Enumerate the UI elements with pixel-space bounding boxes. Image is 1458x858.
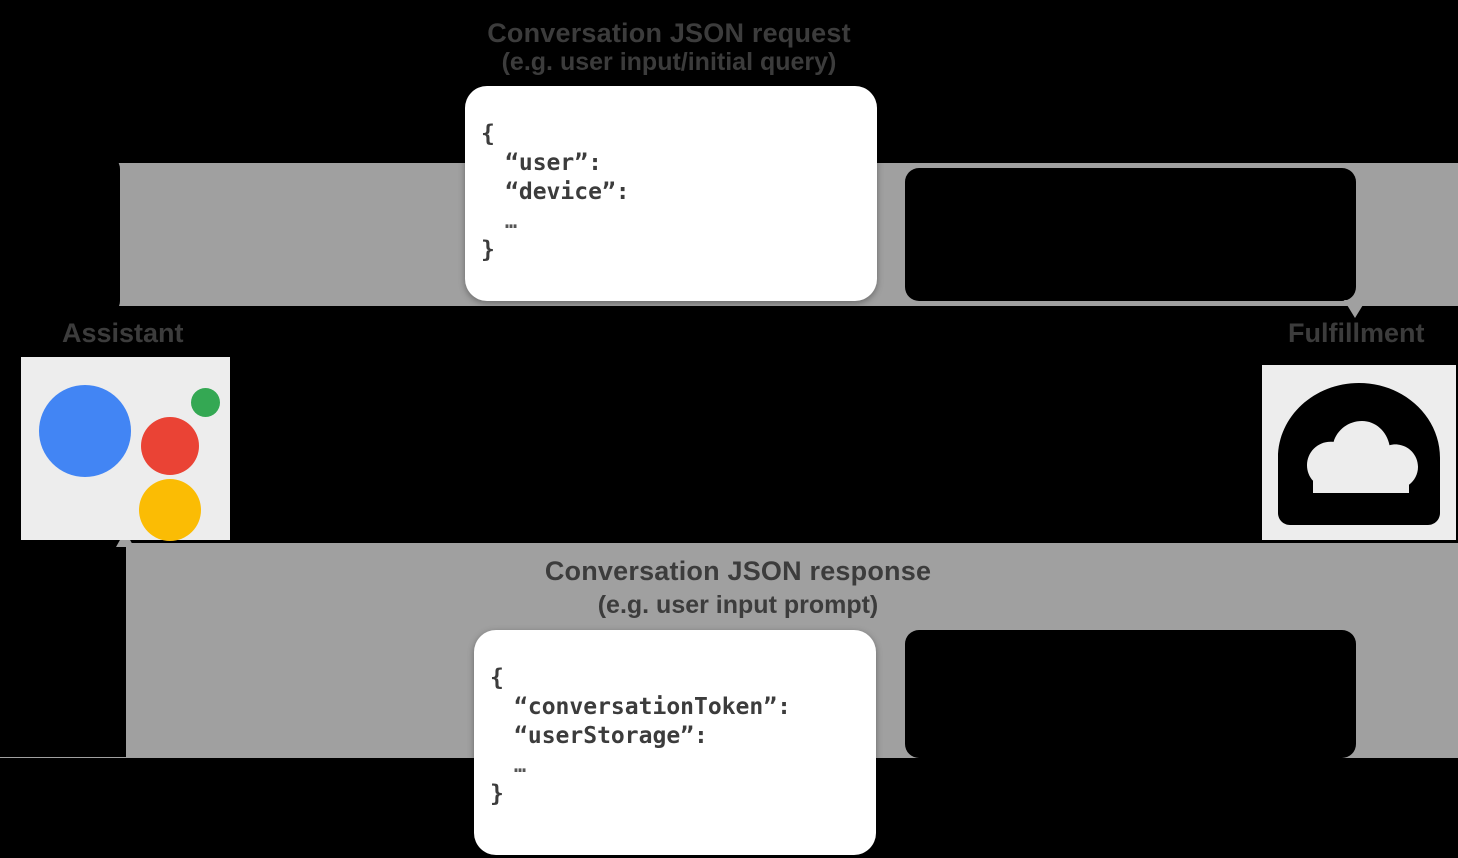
response-band-left-mask [0, 543, 126, 757]
request-band-right-mask [905, 168, 1356, 301]
json-open-brace: { [490, 665, 504, 691]
assistant-green-dot-icon [191, 388, 220, 417]
response-flow-title: Conversation JSON response [544, 556, 932, 586]
cloud-icon [1278, 383, 1440, 525]
json-ellipsis: … [505, 209, 518, 233]
json-ellipsis: … [514, 753, 527, 777]
json-key-user: “user”: [505, 150, 602, 176]
json-key-user-storage: “userStorage”: [514, 723, 708, 749]
json-key-conversation-token: “conversationToken”: [514, 694, 791, 720]
request-flow-title: Conversation JSON request [487, 18, 851, 48]
response-json-card: { “conversationToken”: “userStorage”: … … [474, 630, 876, 855]
assistant-node-tile [21, 357, 230, 541]
response-flow-subtitle: (e.g. user input prompt) [597, 591, 879, 619]
assistant-yellow-dot-icon [139, 479, 201, 541]
response-band-right-mask [905, 630, 1356, 758]
request-band-left-mask [0, 155, 120, 315]
assistant-blue-dot-icon [39, 385, 131, 477]
assistant-red-dot-icon [141, 417, 199, 475]
request-json-card: { “user”: “device”: … } [465, 86, 877, 301]
assistant-node-label: Assistant [62, 318, 184, 348]
fulfillment-node-label: Fulfillment [1288, 318, 1425, 348]
request-arrow-head-icon [1344, 300, 1366, 318]
json-key-device: “device”: [505, 179, 630, 205]
json-open-brace: { [481, 121, 495, 147]
request-band-far-mask [1356, 306, 1458, 366]
fulfillment-node-tile [1262, 365, 1456, 540]
request-flow-subtitle: (e.g. user input/initial query) [501, 48, 837, 76]
json-close-brace: } [490, 781, 504, 807]
json-close-brace: } [481, 237, 495, 263]
